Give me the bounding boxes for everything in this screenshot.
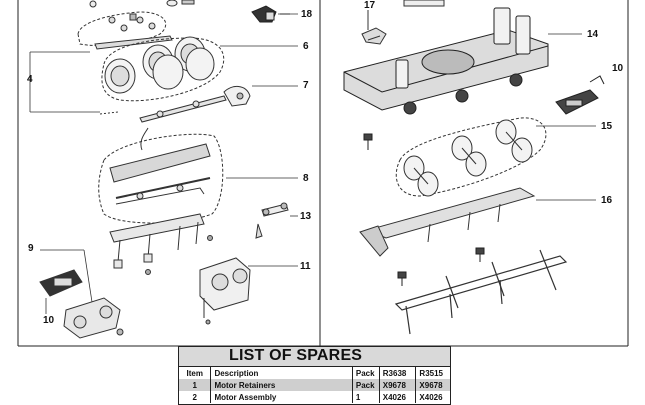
- spares-grid: Item Description Pack R3638 R3515 1 Moto…: [179, 367, 450, 403]
- top-screws-group: [89, 0, 195, 8]
- cell-pack: 1: [352, 391, 380, 403]
- callout-11: 11: [300, 261, 311, 272]
- callout-10-left: 10: [43, 315, 55, 326]
- header-pack: Pack: [352, 367, 380, 379]
- part-top-box: [403, 0, 445, 7]
- part-10-right-coupler: [555, 75, 605, 115]
- callout-4: 4: [27, 74, 33, 85]
- part-screws-right: [363, 133, 485, 286]
- callout-17: 17: [364, 0, 376, 11]
- callout-10-right: 10: [612, 63, 624, 74]
- callout-6: 6: [303, 41, 309, 52]
- part-15-wheelsets: [395, 117, 547, 197]
- cell-item: 1: [179, 379, 212, 391]
- cell-r3638: X9678: [379, 379, 417, 391]
- part-13-link: [255, 202, 289, 239]
- part-16-lower-frame: [359, 187, 536, 257]
- callout-8: 8: [303, 173, 309, 184]
- part-pickup-wire: [394, 249, 568, 335]
- part-11-bogie: [199, 257, 251, 325]
- part-18-clip: [251, 5, 290, 23]
- header-item: Item: [179, 367, 212, 379]
- part-8-chassis-frame: [98, 127, 224, 224]
- callout-14: 14: [587, 29, 599, 40]
- cell-r3638: X4026: [379, 391, 417, 403]
- cell-r3515: X9678: [415, 379, 450, 391]
- part-lower-pickups: [109, 213, 213, 275]
- callout-15: 15: [601, 121, 613, 132]
- part-7-coupling-rods: [99, 86, 251, 123]
- callout-7: 7: [303, 80, 309, 91]
- callout-13: 13: [300, 211, 312, 222]
- part-4-retainer-group: [77, 11, 173, 50]
- part-9-10-pony-truck: [39, 269, 124, 339]
- left-leader-lines: [29, 13, 298, 314]
- spares-header-row: Item Description Pack R3638 R3515: [179, 367, 450, 379]
- list-of-spares-table: LIST OF SPARES Item Description Pack R36…: [178, 346, 451, 405]
- cell-r3515: X4026: [419, 392, 443, 402]
- cell-item: 2: [179, 391, 212, 403]
- callout-16: 16: [601, 195, 613, 206]
- header-r3515: R3515: [419, 368, 443, 378]
- callout-18: 18: [301, 9, 313, 20]
- table-row: 2 Motor Assembly 1 X4026 X4026: [179, 391, 450, 403]
- cell-description: Motor Assembly: [210, 391, 353, 403]
- callout-9: 9: [28, 243, 34, 254]
- cell-description: Motor Retainers: [210, 379, 353, 391]
- cell-pack: Pack: [352, 379, 380, 391]
- spares-title: LIST OF SPARES: [179, 347, 450, 367]
- header-description: Description: [210, 367, 353, 379]
- part-6-driving-wheels: [101, 36, 225, 102]
- part-14-main-chassis: [343, 7, 549, 115]
- part-17-bracket: [361, 10, 387, 45]
- header-r3638: R3638: [379, 367, 417, 379]
- table-row: 1 Motor Retainers Pack X9678 X9678: [179, 379, 450, 391]
- right-leader-lines: [536, 33, 596, 201]
